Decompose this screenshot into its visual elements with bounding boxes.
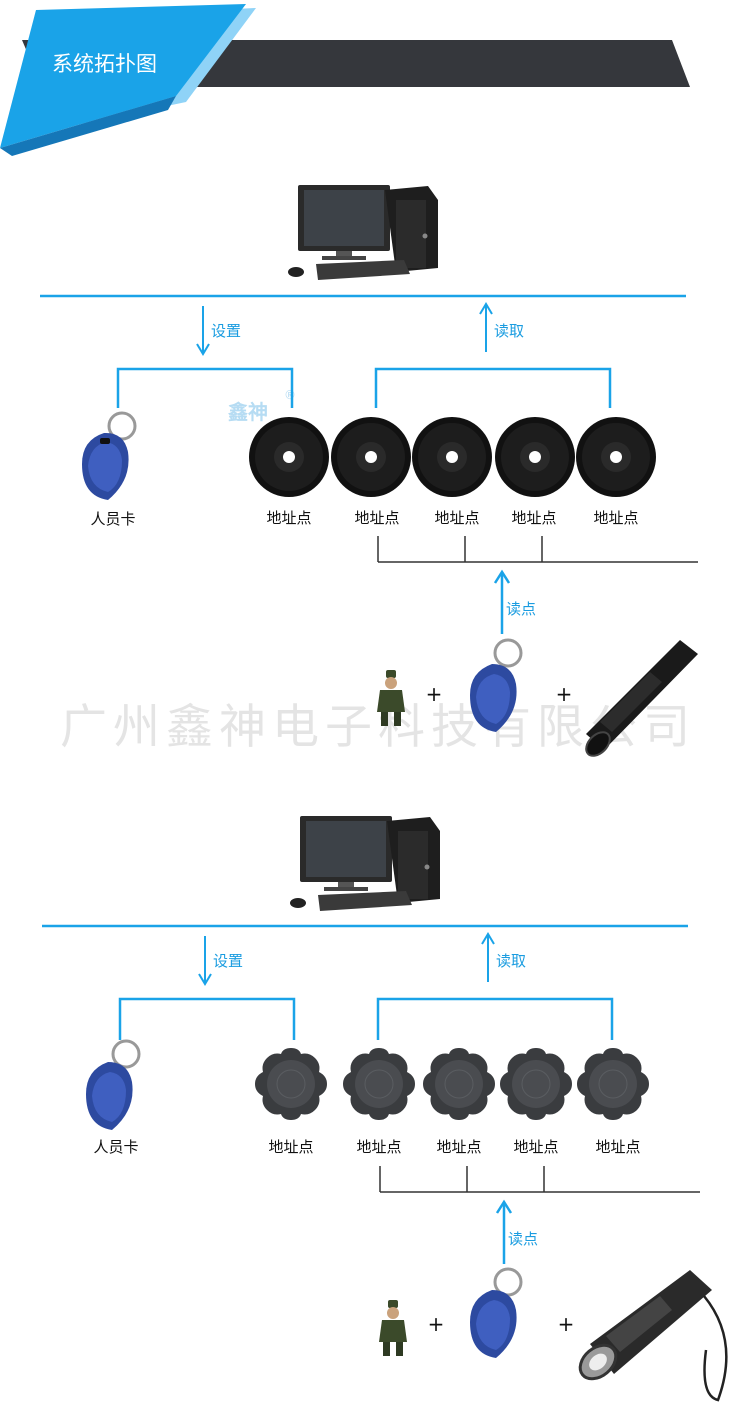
computer-icon	[290, 816, 440, 911]
security-guard-icon	[379, 1300, 407, 1356]
arrow-up-icon	[495, 1199, 513, 1264]
keyfob-card-icon	[82, 411, 137, 500]
read-point-label: 读点	[506, 600, 537, 618]
card-label: 人员卡	[93, 1138, 139, 1156]
header-banner	[0, 4, 690, 156]
computer-icon	[288, 185, 438, 280]
topology-diagram-1	[40, 185, 698, 757]
security-guard-icon	[377, 670, 405, 726]
plus-sign: +	[557, 1312, 575, 1336]
arrow-up-icon	[493, 569, 511, 634]
checkpoint-label: 地址点	[513, 1138, 559, 1156]
page-title: 系统拓扑图	[52, 52, 157, 76]
checkpoint-disc-icons	[249, 417, 656, 497]
set-label: 设置	[211, 322, 242, 340]
arrow-down-icon	[196, 306, 210, 356]
checkpoint-label: 地址点	[266, 509, 312, 527]
read-label: 读取	[494, 322, 525, 340]
checkpoint-gear-icon	[254, 1047, 328, 1121]
checkpoint-disc-icon	[495, 417, 575, 497]
checkpoint-label: 地址点	[356, 1138, 402, 1156]
checkpoint-label: 地址点	[268, 1138, 314, 1156]
patrol-stick-icon	[585, 640, 698, 757]
read-bracket	[376, 997, 614, 1040]
checkpoint-disc-icon	[331, 417, 411, 497]
checkpoint-label: 地址点	[436, 1138, 482, 1156]
checkpoint-gear-icons	[254, 1047, 650, 1121]
checkpoint-disc-icon	[412, 417, 492, 497]
keyfob-card-icon	[86, 1039, 141, 1130]
set-label: 设置	[213, 952, 244, 970]
read-bracket	[374, 367, 612, 408]
keyfob-card-icon	[470, 638, 523, 732]
brand-logo-text: 鑫神	[228, 400, 268, 424]
header-accent-shadow	[0, 96, 176, 156]
arrow-up-icon	[481, 932, 495, 982]
checkpoint-disc-icon	[576, 417, 656, 497]
checkpoint-label: 地址点	[593, 509, 639, 527]
plus-sign: +	[425, 682, 443, 706]
card-label: 人员卡	[90, 510, 136, 528]
read-label: 读取	[496, 952, 527, 970]
flashlight-icon	[578, 1270, 728, 1402]
checkpoint-label: 地址点	[511, 509, 557, 527]
plus-sign: +	[427, 1312, 445, 1336]
checkpoint-label: 地址点	[354, 509, 400, 527]
set-bracket	[116, 367, 294, 408]
watermark-text: 广州鑫神电子科技有限公司	[60, 700, 696, 755]
header-accent-shape	[0, 4, 246, 148]
set-bracket	[118, 997, 296, 1040]
arrow-up-icon	[479, 302, 493, 352]
keyfob-card-icon	[470, 1267, 523, 1358]
checkpoint-gear-icon	[422, 1047, 496, 1121]
route-line	[377, 536, 698, 563]
checkpoint-gear-icon	[576, 1047, 650, 1121]
checkpoint-label: 地址点	[434, 509, 480, 527]
read-point-label: 读点	[508, 1230, 539, 1248]
checkpoint-disc-icon	[249, 417, 329, 497]
checkpoint-gear-icon	[499, 1047, 573, 1121]
arrow-down-icon	[198, 936, 212, 986]
plus-sign: +	[555, 682, 573, 706]
checkpoint-label: 地址点	[595, 1138, 641, 1156]
route-line	[379, 1166, 700, 1193]
checkpoint-gear-icon	[342, 1047, 416, 1121]
